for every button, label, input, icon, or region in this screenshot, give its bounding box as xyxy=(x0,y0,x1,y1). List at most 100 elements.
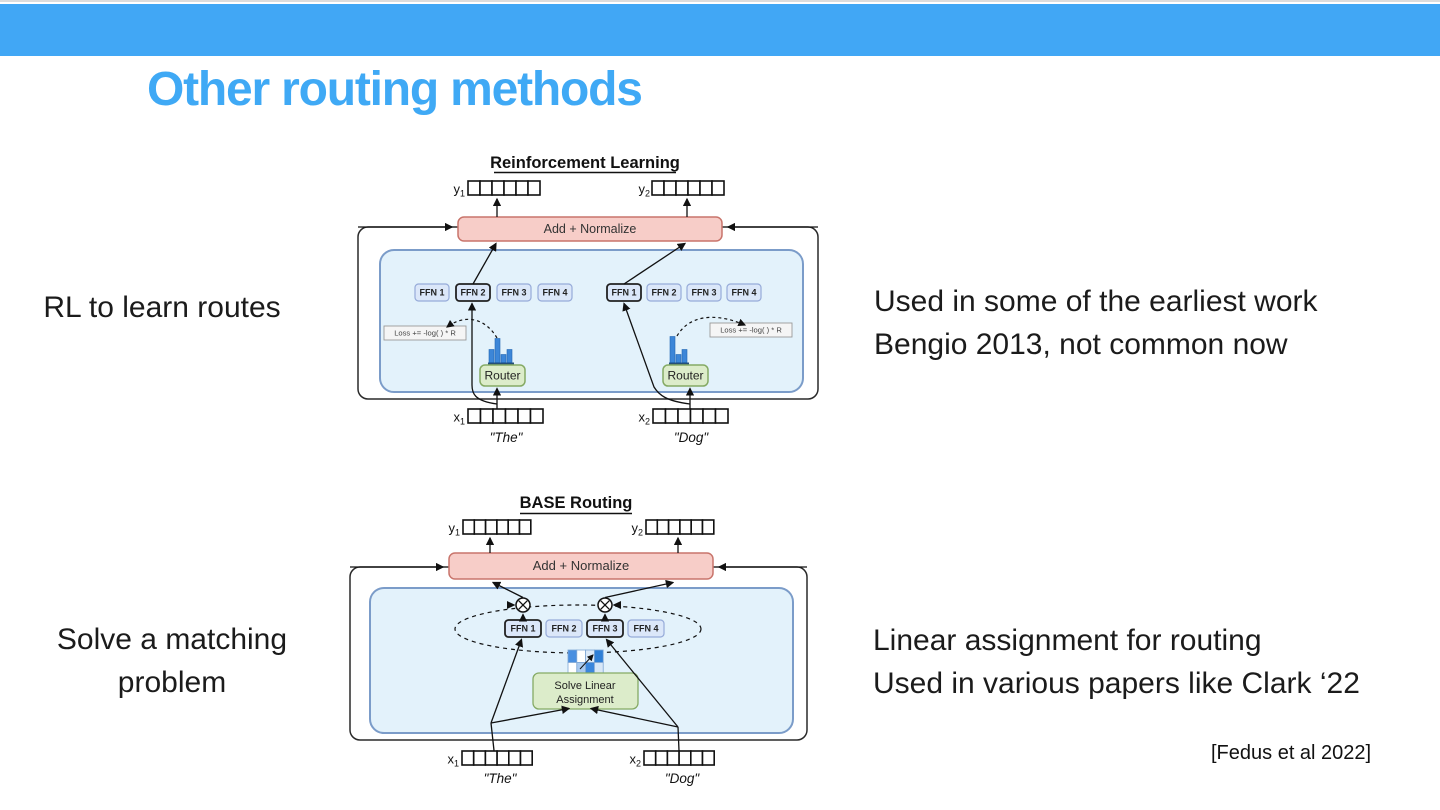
token-cell xyxy=(462,519,476,535)
token-cell xyxy=(518,519,532,535)
token-cell xyxy=(701,519,715,535)
token-cell xyxy=(484,750,498,766)
token-label-sub: 1 xyxy=(455,528,460,538)
token-cell xyxy=(507,750,522,766)
ffn-box xyxy=(496,283,532,302)
rl-diagram-title: Reinforcement Learning xyxy=(490,154,680,172)
add-normalize-label: Add + Normalize xyxy=(533,558,629,573)
token-label-base: y xyxy=(448,521,455,536)
token-cell xyxy=(702,408,717,424)
token-label-base: y xyxy=(631,521,638,536)
token-cell xyxy=(666,750,680,766)
token-label: x2 xyxy=(638,410,650,427)
token-cell xyxy=(645,519,659,535)
router-label: Router xyxy=(667,369,703,383)
token-label-sub: 1 xyxy=(460,417,465,427)
note-base: Linear assignment for routing Used in va… xyxy=(873,619,1360,705)
router-bar xyxy=(494,338,501,363)
token-cell xyxy=(690,519,704,535)
token-label-base: x xyxy=(453,410,460,425)
token-label: y2 xyxy=(638,182,650,199)
x1-to-ffn-arrow xyxy=(490,638,524,724)
token-cell xyxy=(491,180,505,196)
label-matching-line2: problem xyxy=(117,666,227,699)
token-cell xyxy=(643,750,657,766)
token-cell xyxy=(689,750,704,766)
token-cell xyxy=(652,408,667,424)
token-cell xyxy=(479,180,493,196)
ffn-box xyxy=(545,619,583,638)
x2-stem xyxy=(677,726,680,751)
token-cell xyxy=(517,408,532,424)
assignment-matrix-cell xyxy=(594,649,604,663)
dashed-arrow-tip xyxy=(612,601,621,609)
add-normalize-label: Add + Normalize xyxy=(544,222,637,236)
token-label-sub: 1 xyxy=(454,759,459,769)
router-bars-baseline xyxy=(488,362,514,365)
token-cell xyxy=(689,408,704,424)
note-rl-line1: Used in some of the earliest work xyxy=(874,285,1318,318)
page-title: Other routing methods xyxy=(147,63,643,116)
token-label-sub: 2 xyxy=(645,189,650,199)
ffn-label: FFN 3 xyxy=(592,624,617,634)
token-cell xyxy=(467,180,481,196)
token-cell xyxy=(677,408,692,424)
router-bars-baseline xyxy=(669,362,689,365)
token-caption: "The" xyxy=(490,430,524,445)
note-base-line1: Linear assignment for routing xyxy=(873,624,1262,657)
token-cell xyxy=(529,408,544,424)
token-cell xyxy=(527,180,541,196)
token-caption: "Dog" xyxy=(665,771,701,786)
token-label-sub: 1 xyxy=(460,189,465,199)
router-label: Router xyxy=(484,369,520,383)
assignment-matrix-cell xyxy=(585,649,595,663)
ffn-box xyxy=(646,283,682,302)
token-label-sub: 2 xyxy=(638,528,643,538)
ffn-label: FFN 2 xyxy=(551,624,576,634)
token-label: x1 xyxy=(447,752,459,769)
ffn-label: FFN 4 xyxy=(731,288,756,298)
token-label-base: y xyxy=(638,182,645,197)
token-label-base: y xyxy=(453,182,460,197)
label-rl-line: RL to learn routes xyxy=(43,291,281,324)
token-label-base: x xyxy=(447,752,454,767)
token-cell xyxy=(472,750,487,766)
header-bar xyxy=(0,4,1440,56)
note-base-line2: Used in various papers like Clark ‘22 xyxy=(873,667,1360,700)
loss-box xyxy=(709,322,793,338)
matrix-swap-arrow xyxy=(579,654,594,670)
token-cell xyxy=(656,519,670,535)
dashed-arrow-tip xyxy=(507,601,516,609)
token-cell xyxy=(679,519,693,535)
token-cell xyxy=(496,750,510,766)
ffn-box xyxy=(726,283,762,302)
label-solve-matching: Solve a matching problem xyxy=(22,618,322,704)
ffn-label: FFN 3 xyxy=(501,288,526,298)
ffn-label: FFN 1 xyxy=(419,288,444,298)
router-bar xyxy=(488,349,495,363)
token-cell xyxy=(519,750,533,766)
loss-label: Loss += -log( ) * R xyxy=(394,329,456,338)
token-label: y2 xyxy=(631,521,643,538)
ffn-label: FFN 2 xyxy=(460,288,485,298)
token-cell xyxy=(473,519,487,535)
token-label-base: x xyxy=(629,752,636,767)
loss-box xyxy=(383,325,467,341)
token-label: y1 xyxy=(448,521,460,538)
token-cell xyxy=(711,180,725,196)
ffn-to-addnorm-path xyxy=(472,242,497,285)
ffn-label: FFN 1 xyxy=(611,288,636,298)
token-caption: "Dog" xyxy=(674,430,710,445)
multiply-to-addnorm-arrow xyxy=(604,579,675,599)
token-label: x1 xyxy=(453,410,465,427)
token-cell xyxy=(667,519,681,535)
multiply-node-x xyxy=(600,600,610,610)
token-cell xyxy=(467,408,482,424)
ffn-box xyxy=(537,283,573,302)
token-cell xyxy=(503,180,517,196)
ffn-label: FFN 2 xyxy=(651,288,676,298)
assignment-matrix-cell xyxy=(567,649,578,663)
token-cell xyxy=(678,750,692,766)
